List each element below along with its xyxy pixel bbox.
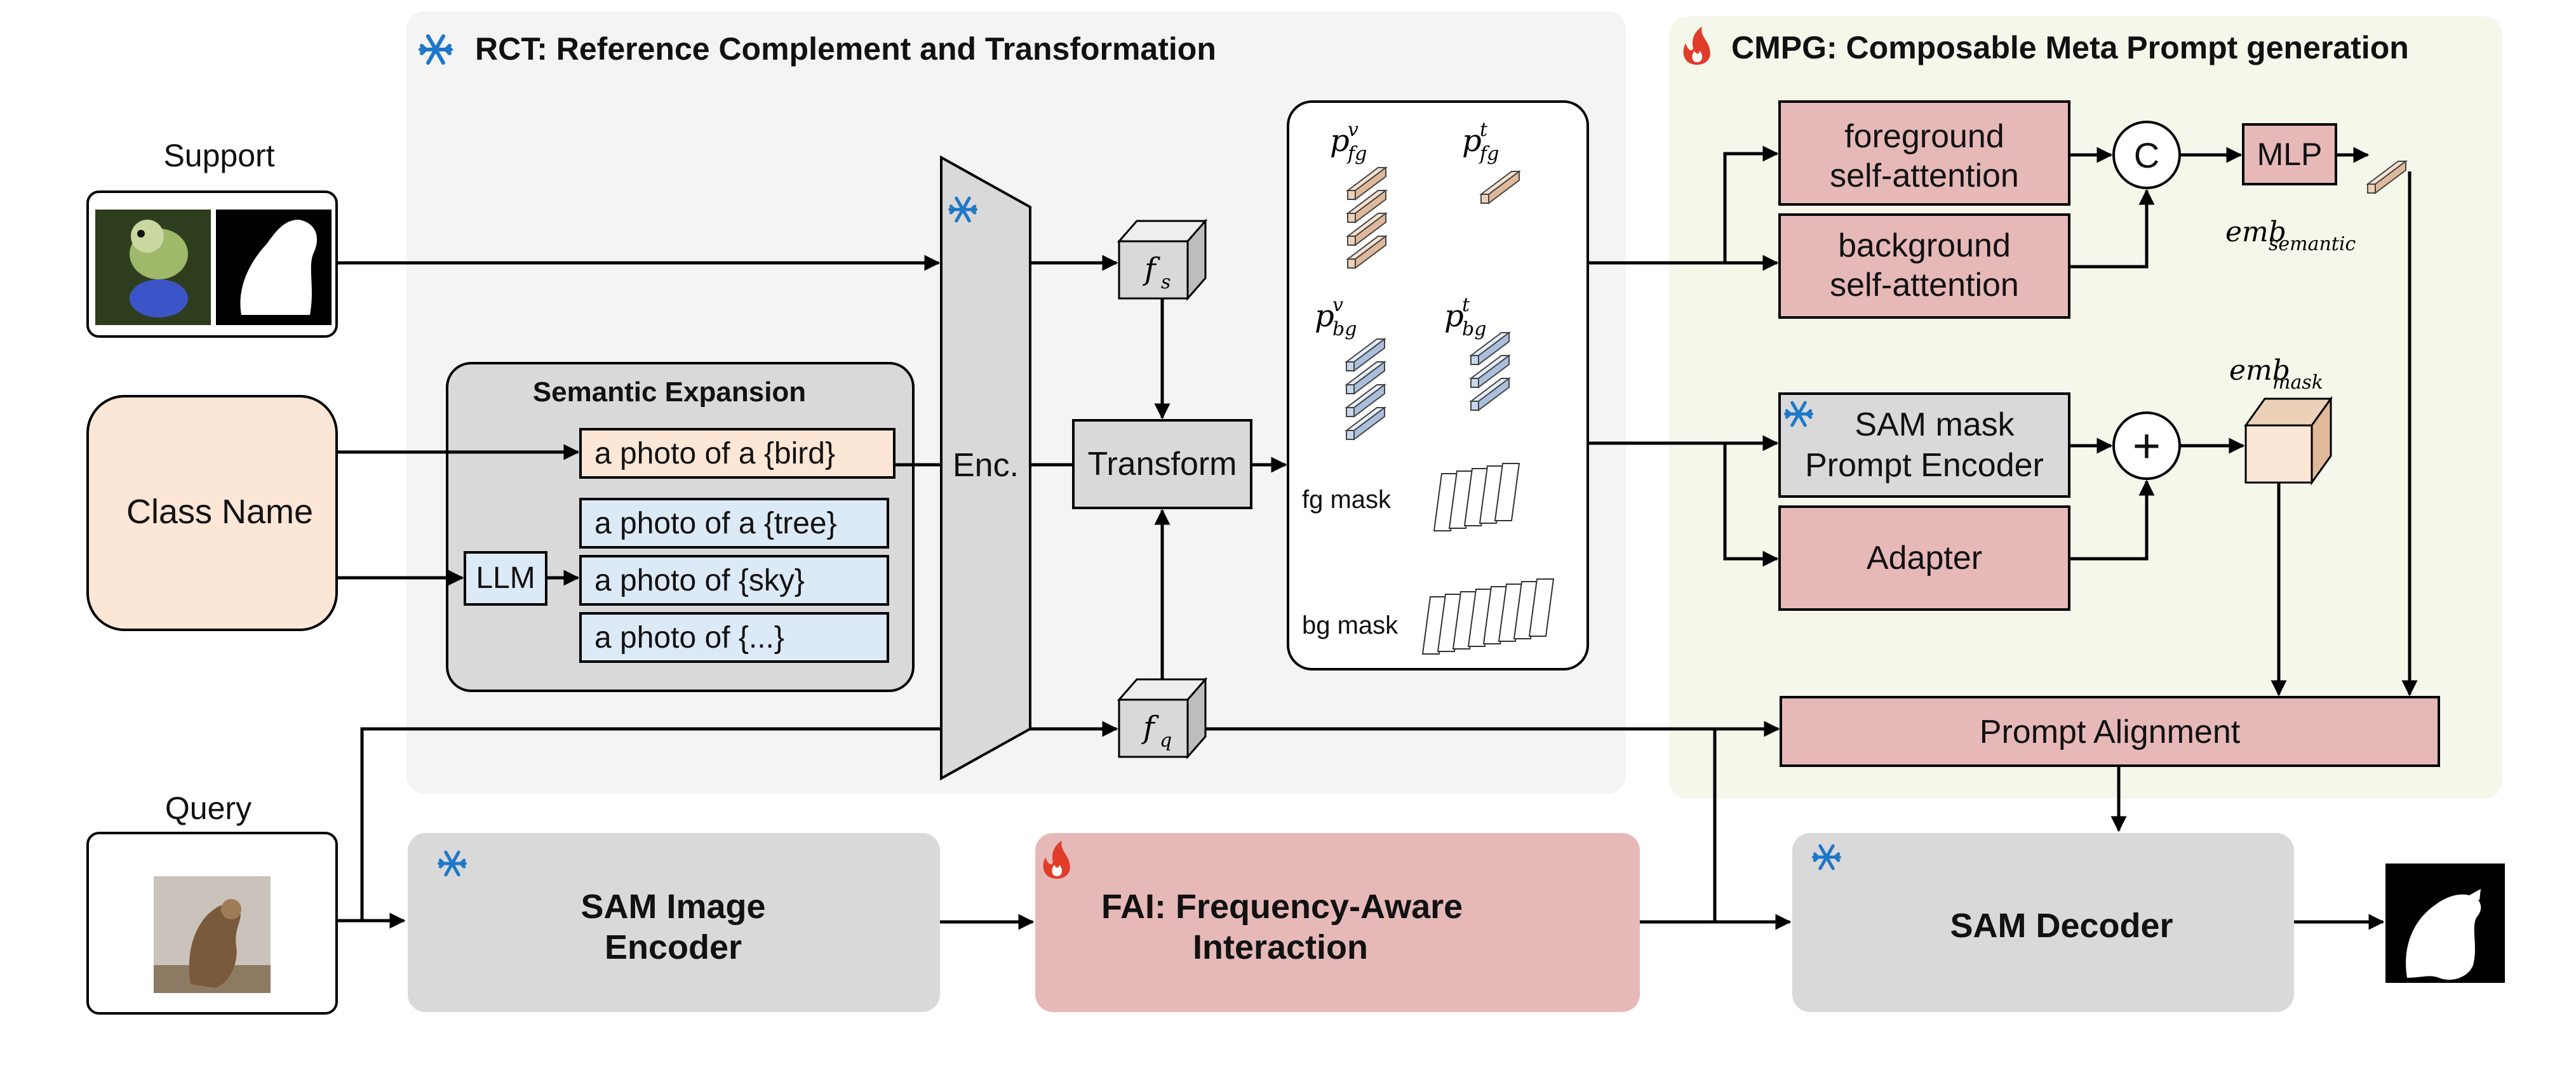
pt-bg-sub: bg bbox=[1462, 318, 1486, 340]
foreground-attention-box bbox=[1778, 100, 2070, 206]
add-symbol: + bbox=[2133, 419, 2161, 473]
sam-decoder-label: SAM Decoder bbox=[1950, 907, 2173, 945]
sam-decoder-box bbox=[1792, 833, 2294, 1012]
prompt-panel bbox=[1287, 100, 1589, 670]
pv-fg-label: p bbox=[1330, 123, 1350, 159]
prompt-bird-text: a photo of a {bird} bbox=[594, 437, 835, 470]
fai-box bbox=[1035, 833, 1640, 1012]
rct-title: RCT: Reference Complement and Transforma… bbox=[475, 31, 1216, 67]
cmpg-title: CMPG: Composable Meta Prompt generation bbox=[1731, 30, 2409, 65]
transform-box bbox=[1072, 419, 1252, 509]
query-image bbox=[154, 876, 271, 993]
support-mask-image bbox=[216, 210, 332, 325]
mask-embedding-cube bbox=[2244, 396, 2333, 486]
prompt-sky-text: a photo of {sky} bbox=[594, 564, 805, 597]
pv-fg-sub: fg bbox=[1346, 143, 1367, 165]
fai-line1: FAI: Frequency-Aware bbox=[1101, 888, 1463, 926]
mlp-label: MLP bbox=[2257, 137, 2323, 172]
adapter-label: Adapter bbox=[1867, 540, 1982, 577]
sam-image-encoder-line2: Encoder bbox=[605, 928, 742, 966]
llm-label: LLM bbox=[476, 561, 535, 595]
pt-bg-label: p bbox=[1444, 298, 1464, 334]
foreground-attention-line2: self-attention bbox=[1830, 157, 2019, 194]
background-attention-line1: background bbox=[1838, 227, 2011, 264]
fai-line2: Interaction bbox=[1193, 928, 1368, 966]
background-attention-line2: self-attention bbox=[1830, 267, 2019, 303]
connectors bbox=[337, 145, 2418, 930]
sam-image-encoder-box bbox=[408, 833, 940, 1012]
query-label: Query bbox=[165, 790, 252, 826]
prompt-tree-text: a photo of a {tree} bbox=[594, 507, 837, 540]
fq-cube bbox=[1117, 677, 1208, 759]
encoder-label: Enc. bbox=[953, 447, 1019, 484]
prompt-bird-box bbox=[579, 428, 896, 479]
pv-fg-sup: v bbox=[1348, 119, 1358, 141]
pt-fg-sub: fg bbox=[1479, 143, 1499, 165]
transform-label: Transform bbox=[1088, 446, 1237, 483]
emb-semantic-subscript: semantic bbox=[2269, 233, 2356, 255]
pv-bg-sup: v bbox=[1332, 294, 1343, 316]
pt-fg-label: p bbox=[1462, 123, 1482, 159]
bg-mask-label: bg mask bbox=[1302, 611, 1399, 639]
fq-subscript: q bbox=[1160, 730, 1172, 752]
fs-subscript: s bbox=[1161, 271, 1171, 293]
emb-semantic-label: emb bbox=[2225, 216, 2286, 248]
fg-mask-sheets bbox=[1433, 463, 1520, 531]
prompt-etc-text: a photo of {...} bbox=[594, 621, 784, 655]
prompt-alignment-label: Prompt Alignment bbox=[1980, 714, 2241, 750]
concat-symbol: C bbox=[2134, 135, 2159, 175]
sam-mask-line1: SAM mask bbox=[1855, 406, 2015, 443]
prompt-sky-box bbox=[579, 555, 889, 606]
fg-mask-label: fg mask bbox=[1302, 486, 1392, 514]
sam-image-encoder-line1: SAM Image bbox=[580, 888, 765, 926]
output-mask-image bbox=[2385, 864, 2505, 983]
prompt-tree-box bbox=[579, 498, 889, 549]
class-name-label: Class Name bbox=[126, 493, 313, 531]
support-label: Support bbox=[163, 138, 274, 173]
fs-cube bbox=[1117, 218, 1208, 301]
pv-bg-sub: bg bbox=[1332, 318, 1357, 340]
support-image bbox=[95, 210, 211, 325]
sam-mask-line2: Prompt Encoder bbox=[1805, 447, 2044, 484]
semantic-expansion-title: Semantic Expansion bbox=[533, 377, 806, 408]
prompt-etc-box bbox=[579, 612, 889, 663]
pt-bg-sup: t bbox=[1462, 294, 1470, 316]
class-name-box bbox=[86, 395, 338, 631]
prompt-alignment-box bbox=[1780, 696, 2440, 767]
foreground-attention-line1: foreground bbox=[1844, 118, 2004, 155]
emb-mask-subscript: mask bbox=[2272, 371, 2323, 394]
bg-mask-sheets bbox=[1421, 578, 1555, 655]
sam-mask-encoder-box bbox=[1778, 392, 2070, 498]
pv-bg-label: p bbox=[1315, 298, 1334, 334]
pt-fg-sup: t bbox=[1480, 119, 1488, 141]
emb-mask-label: emb bbox=[2229, 354, 2290, 387]
